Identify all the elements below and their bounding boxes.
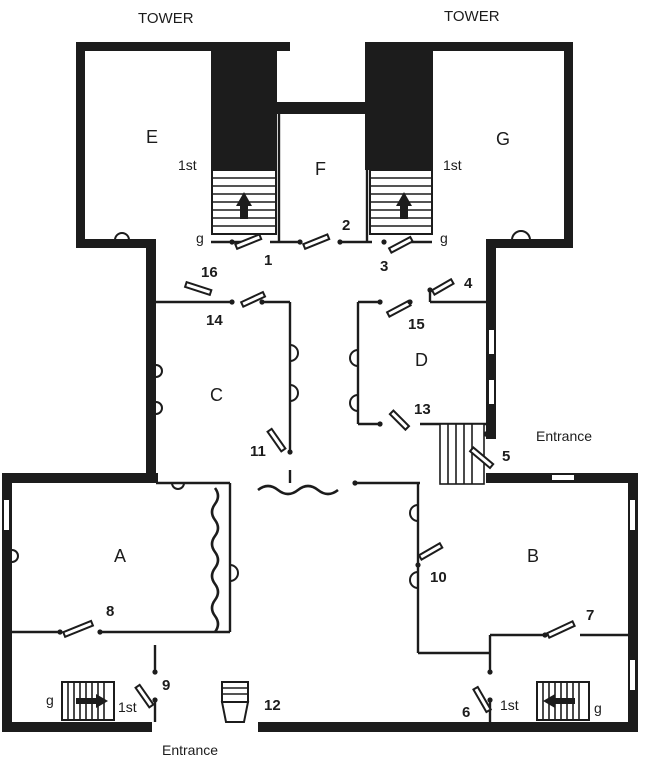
floor-marks: 1st 1st g g g 1st 1st g: [46, 157, 602, 716]
room-label-f: F: [315, 159, 326, 179]
door-number-13: 13: [414, 401, 431, 418]
door-number-16: 16: [201, 264, 218, 281]
curtains: [210, 484, 339, 633]
outer-walls: [2, 42, 638, 732]
floor-mark-g-g: g: [440, 230, 448, 246]
room-label-b: B: [527, 546, 539, 566]
tower-labels: TOWER TOWER: [138, 8, 500, 27]
entrance-labels: Entrance Entrance: [162, 428, 592, 758]
room-label-e: E: [146, 127, 158, 147]
tower-label-left: TOWER: [138, 10, 194, 27]
door-number-15: 15: [408, 316, 425, 333]
room-label-c: C: [210, 385, 223, 405]
door-number-2: 2: [342, 217, 350, 234]
door-number-4: 4: [464, 275, 473, 292]
room-label-g: G: [496, 129, 510, 149]
door-number-7: 7: [586, 607, 594, 624]
floor-mark-sw-1st: 1st: [118, 699, 137, 715]
stairs-southwest: [61, 681, 115, 721]
fireplaces: [11, 230, 531, 589]
door-number-10: 10: [430, 569, 447, 586]
stairs-right-tower: [369, 169, 433, 235]
door-hinges: [57, 239, 548, 703]
room-labels: E F G C D A B: [114, 127, 539, 566]
door-number-9: 9: [162, 677, 170, 694]
door-number-12: 12: [264, 697, 281, 714]
floor-mark-se-g: g: [594, 700, 602, 716]
stairs-left-tower: [211, 169, 277, 235]
floor-mark-g-1st: 1st: [443, 157, 462, 173]
floor-mark-sw-g: g: [46, 692, 54, 708]
window-slits: [4, 330, 635, 690]
door-number-3: 3: [380, 258, 388, 275]
door-number-11: 11: [250, 443, 266, 460]
door-number-6: 6: [462, 704, 470, 721]
floor-mark-e-g: g: [196, 230, 204, 246]
floor-mark-e-1st: 1st: [178, 157, 197, 173]
room-label-a: A: [114, 546, 126, 566]
entrance-label-east: Entrance: [536, 428, 592, 444]
entrance-label-south: Entrance: [162, 742, 218, 758]
door-number-1: 1: [264, 252, 272, 269]
room-label-d: D: [415, 350, 428, 370]
door-number-8: 8: [106, 603, 114, 620]
stairs-southeast: [536, 681, 590, 721]
door-numbers: 1 2 3 4 5 6 7 8 9 10 11 12 13 14 15 16: [106, 217, 594, 721]
interior-walls: [12, 114, 628, 722]
door-number-5: 5: [502, 448, 510, 465]
stairs-12: [220, 681, 250, 723]
floor-mark-se-1st: 1st: [500, 697, 519, 713]
doors: [61, 233, 576, 714]
tower-label-right: TOWER: [444, 8, 500, 25]
door-number-14: 14: [206, 312, 223, 329]
